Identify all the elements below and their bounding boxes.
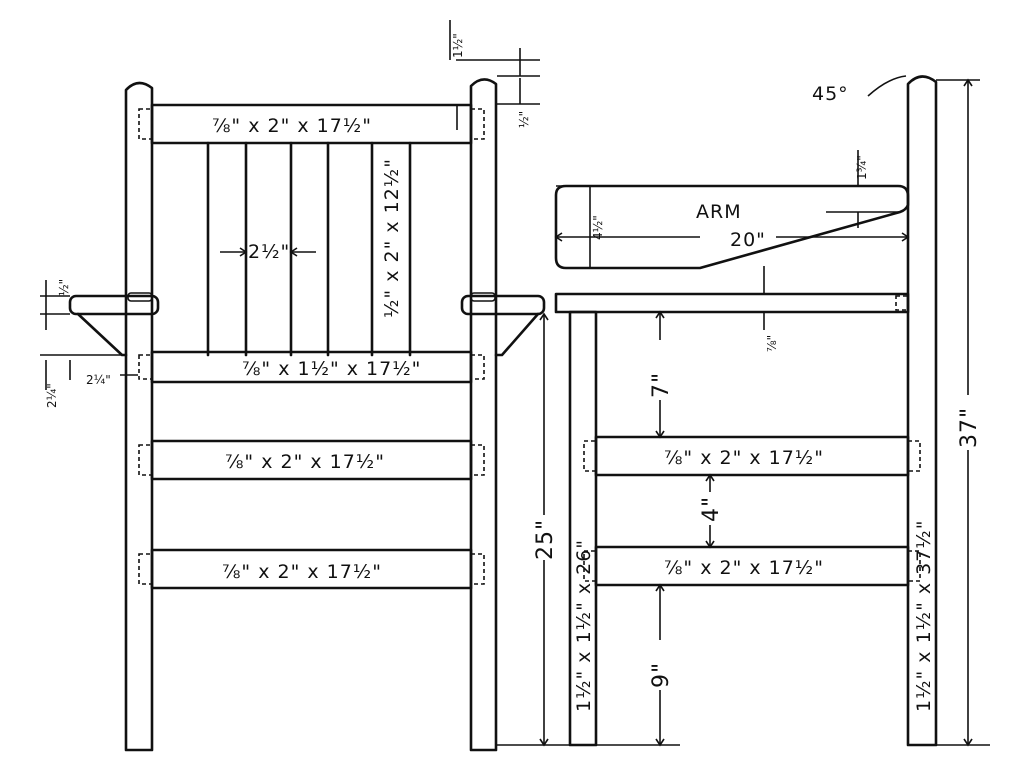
front-bracket-dim-b: 2¼"	[86, 373, 111, 387]
side-front-leg-label: 1½" x 1½" x 26"	[573, 539, 595, 712]
side-arm-length-dim: 20"	[730, 229, 766, 251]
front-right-bracket	[494, 312, 540, 357]
side-back-post-label: 1½" x 1½" x 37½"	[913, 520, 935, 712]
side-back-post	[906, 75, 938, 747]
front-right-post	[469, 78, 498, 752]
front-left-bracket	[76, 312, 128, 357]
front-right-arm	[460, 294, 546, 316]
side-seat	[554, 292, 910, 314]
front-left-post	[124, 81, 154, 752]
side-rail-1-label: ⅞" x 2" x 17½"	[664, 447, 824, 469]
side-gap-9-dim: 9"	[649, 662, 674, 688]
front-rail-offset-dim: ½"	[517, 111, 531, 128]
side-gap-4-dim: 4"	[699, 496, 724, 522]
front-slat-label: ½" x 2" x 12½"	[381, 158, 403, 318]
side-view	[554, 75, 990, 747]
side-arm	[554, 184, 910, 270]
front-bracket-dim-a: 2¼"	[45, 383, 59, 408]
front-rail-4-label: ⅞" x 2" x 17½"	[222, 561, 382, 583]
back-slats	[206, 141, 412, 357]
front-rail-3-label: ⅞" x 2" x 17½"	[225, 451, 385, 473]
front-view	[40, 20, 680, 752]
front-seat-height-dim: 25"	[533, 519, 558, 560]
side-angle-label: 45°	[812, 83, 849, 105]
side-rail-2	[594, 545, 910, 587]
side-rail-1	[594, 435, 910, 477]
side-height-dim: 37"	[957, 407, 982, 448]
side-gap-7-dim: 7"	[649, 372, 674, 398]
side-rail-2-label: ⅞" x 2" x 17½"	[664, 557, 824, 579]
side-arm-width-dim: 4½"	[591, 215, 605, 240]
front-post-top-dim: 1½"	[451, 33, 465, 58]
front-top-rail-label: ⅞" x 2" x 17½"	[212, 115, 372, 137]
side-arm-end-dim: 1¾"	[855, 155, 869, 180]
front-slat-gap-label: 2½"	[248, 241, 290, 263]
front-mid-rail-label: ⅞" x 1½" x 17½"	[242, 358, 421, 380]
front-left-arm	[68, 294, 160, 316]
side-arm-label: ARM	[696, 201, 742, 223]
side-seat-thick-dim: ⅞"	[765, 335, 779, 352]
front-arm-thick-dim: ½"	[57, 279, 71, 296]
